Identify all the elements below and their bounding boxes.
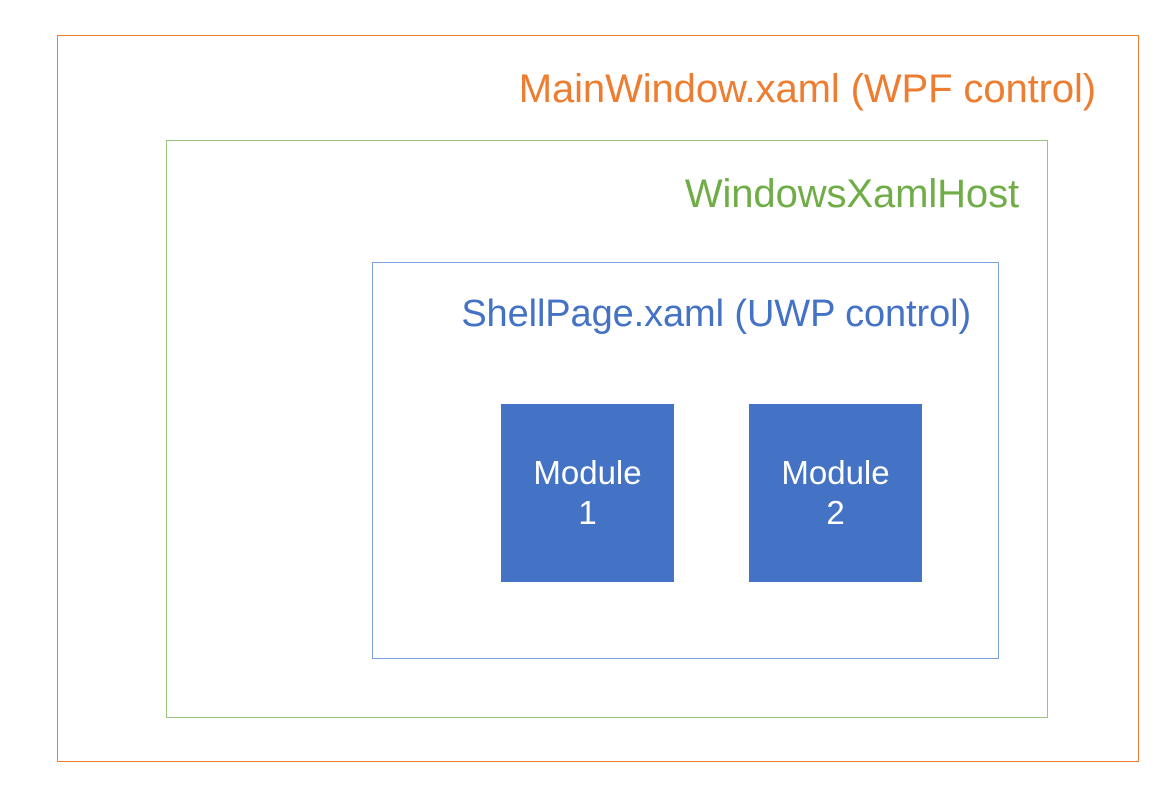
mainwindow-xaml-label: MainWindow.xaml (WPF control) (518, 67, 1096, 111)
module-1-block: Module 1 (501, 404, 674, 582)
shellpage-xaml-container: ShellPage.xaml (UWP control) (372, 262, 999, 659)
windowsxamlhost-container: WindowsXamlHost (166, 140, 1048, 718)
windowsxamlhost-label: WindowsXamlHost (684, 172, 1019, 216)
module-2-label-line1: Module (781, 453, 890, 491)
module-2-label-line2: 2 (826, 494, 845, 531)
module-1-label-line1: Module (533, 453, 642, 491)
shellpage-xaml-label: ShellPage.xaml (UWP control) (461, 293, 971, 335)
module-1-label-line2: 1 (578, 494, 597, 531)
module-2-block: Module 2 (749, 404, 922, 582)
mainwindow-xaml-container: MainWindow.xaml (WPF control) (57, 35, 1139, 762)
